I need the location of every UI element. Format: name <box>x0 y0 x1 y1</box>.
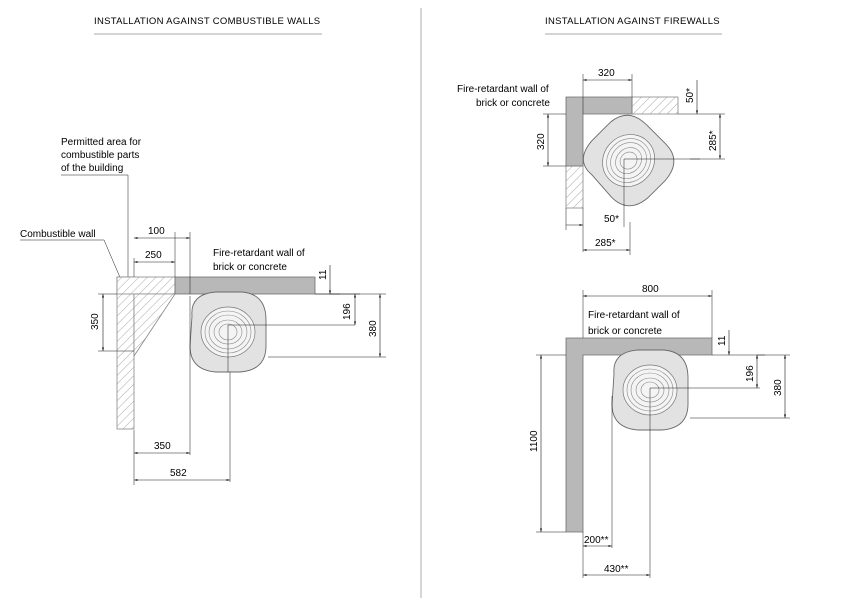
dim-11-bottom: 11 <box>717 335 728 346</box>
dim-380: 380 <box>368 320 379 337</box>
left-title: INSTALLATION AGAINST COMBUSTIBLE WALLS <box>94 16 320 27</box>
dim-800: 800 <box>642 284 659 295</box>
dim-200-dstar: 200** <box>584 535 609 546</box>
dim-50-star-vertical: 50* <box>685 88 696 103</box>
dim-350-vertical: 350 <box>90 313 101 330</box>
dim-582: 582 <box>170 468 187 479</box>
right-top-stove <box>572 104 685 217</box>
permitted-area-label: Permitted area for combustible parts of … <box>61 137 144 174</box>
fire-retardant-wall <box>174 276 316 295</box>
dim-196: 196 <box>342 303 353 320</box>
dim-285-star-horizontal: 285* <box>595 238 616 249</box>
corner-wall-hatched-top <box>631 96 679 115</box>
dim-100: 100 <box>148 226 165 237</box>
combustible-wall-vertical <box>116 276 135 430</box>
dim-1100: 1100 <box>529 430 540 452</box>
dim-350-horizontal: 350 <box>154 441 171 452</box>
right-top-fire-wall-label: Fire-retardant wall of brick or concrete <box>457 84 551 109</box>
dim-50-star-horizontal: 50* <box>604 214 619 225</box>
combustible-wall-label: Combustible wall <box>20 229 96 240</box>
dim-285-star-vertical: 285* <box>708 130 719 151</box>
dim-250: 250 <box>145 250 162 261</box>
right-top-diagram: Fire-retardant wall of brick or concrete… <box>457 68 725 255</box>
dim-320-horizontal: 320 <box>598 68 615 79</box>
permitted-area-triangle <box>133 293 176 358</box>
right-bottom-fire-wall-label: Fire-retardant wall of brick or concrete <box>588 310 682 337</box>
right-bottom-diagram: Fire-retardant wall of brick or concrete… <box>529 284 790 578</box>
right-title: INSTALLATION AGAINST FIREWALLS <box>545 16 720 27</box>
right-bottom-stove <box>611 349 689 431</box>
left-fire-wall-label: Fire-retardant wall of brick or concrete <box>213 248 307 273</box>
corner-wall-hatched-left <box>565 165 584 209</box>
dim-380-bottom: 380 <box>773 379 784 396</box>
dim-320-vertical: 320 <box>536 133 547 150</box>
left-stove <box>189 291 267 373</box>
dim-11: 11 <box>318 269 329 280</box>
dim-430-dstar: 430** <box>604 564 629 575</box>
dim-196-bottom: 196 <box>745 365 756 382</box>
left-diagram: Permitted area for combustible parts of … <box>20 137 386 485</box>
combustible-wall-top <box>116 276 176 295</box>
